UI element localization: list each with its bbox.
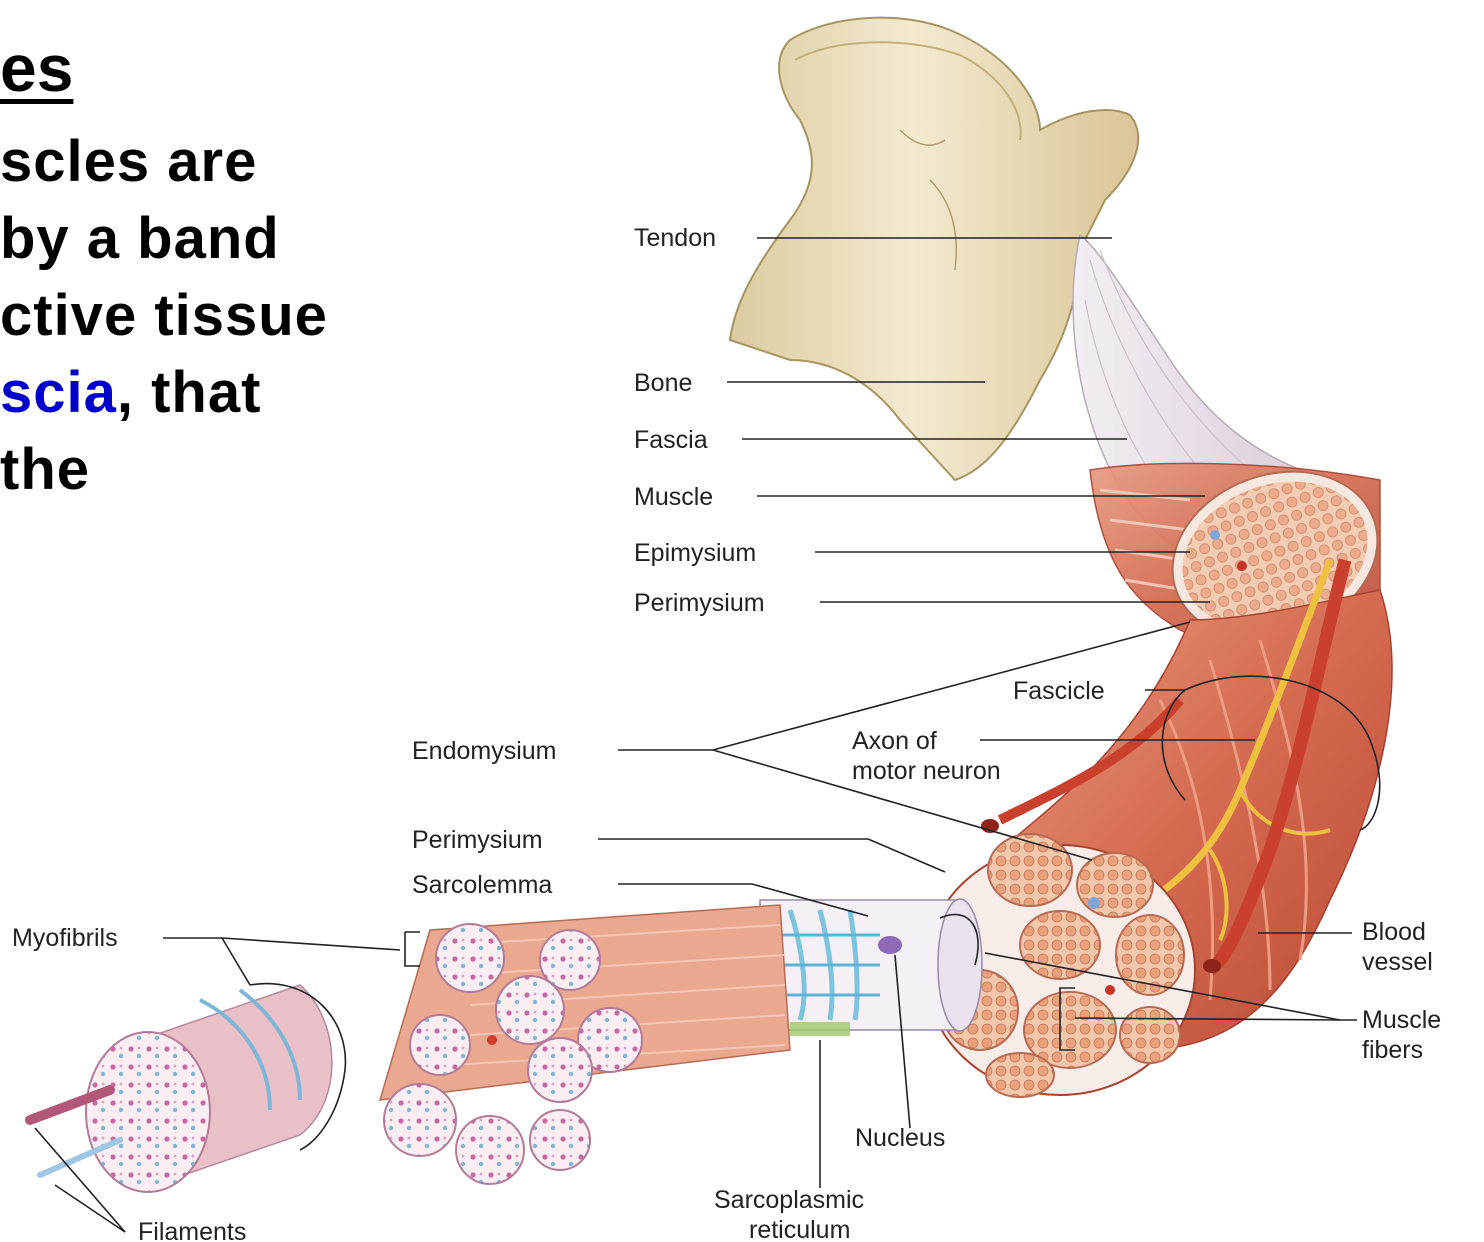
- body-text-span: ctive tissue: [0, 283, 328, 348]
- label-perimysium-mid: Perimysium: [412, 826, 543, 854]
- body-text-span: scles are: [0, 129, 257, 194]
- label-fascicle: Fascicle: [1013, 677, 1105, 705]
- label-fascia: Fascia: [634, 426, 708, 454]
- body-line: the: [0, 436, 90, 503]
- label-epimysium: Epimysium: [634, 539, 756, 567]
- label-sarcoplasmic-line2: reticulum: [749, 1216, 850, 1242]
- body-line: by a band: [0, 205, 280, 272]
- label-axon-line1: Axon of: [852, 727, 937, 755]
- label-myofibrils: Myofibrils: [12, 924, 118, 952]
- label-muscle-fibers-line2: fibers: [1362, 1036, 1423, 1064]
- body-line: scia, that: [0, 359, 261, 426]
- label-endomysium: Endomysium: [412, 737, 557, 765]
- label-blood-vessel-line1: Blood: [1362, 918, 1426, 946]
- label-bone: Bone: [634, 369, 692, 397]
- label-sarcolemma: Sarcolemma: [412, 871, 552, 899]
- body-line: scles are: [0, 128, 257, 195]
- body-text-span: by a band: [0, 206, 280, 271]
- label-muscle-fibers-line1: Muscle: [1362, 1006, 1441, 1034]
- label-axon-line2: motor neuron: [852, 757, 1001, 785]
- myofibril-bundle: [380, 905, 790, 1184]
- label-perimysium-top: Perimysium: [634, 589, 765, 617]
- single-myofibril: [30, 985, 332, 1192]
- slide-title: es: [0, 30, 73, 106]
- label-sarcoplasmic-line1: Sarcoplasmic: [714, 1186, 864, 1214]
- highlight-term: scia: [0, 360, 117, 425]
- muscle-fiber: [760, 899, 982, 1036]
- label-filaments: Filaments: [138, 1218, 246, 1242]
- label-blood-vessel-line2: vessel: [1362, 948, 1433, 976]
- body-line: ctive tissue: [0, 282, 328, 349]
- body-text-span: , that: [117, 360, 262, 425]
- label-nucleus: Nucleus: [855, 1124, 945, 1152]
- label-muscle: Muscle: [634, 483, 713, 511]
- body-text-span: the: [0, 437, 90, 502]
- label-tendon: Tendon: [634, 224, 716, 252]
